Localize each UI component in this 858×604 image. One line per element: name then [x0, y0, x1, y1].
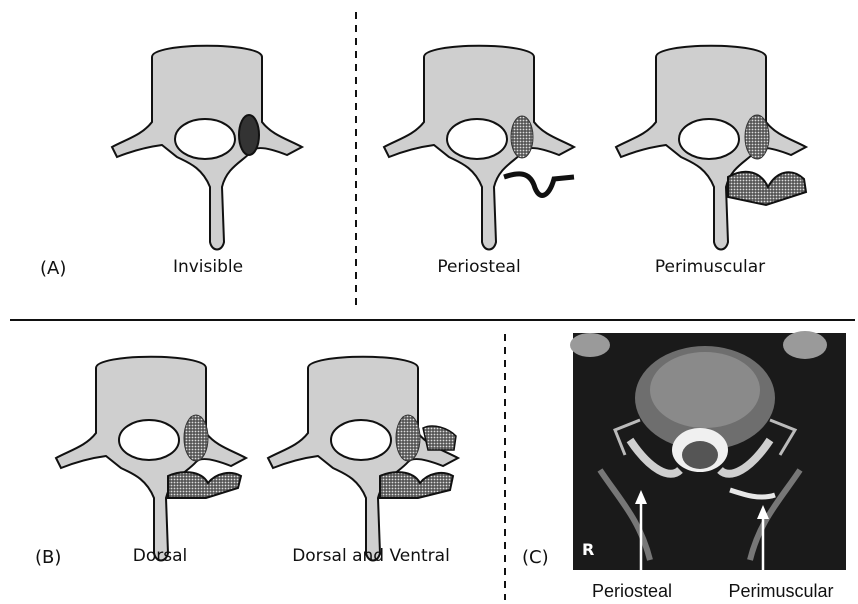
mri-side-marker: R: [582, 540, 594, 559]
vertebra-invisible: [112, 46, 302, 250]
label-dorsal-and-ventral: Dorsal and Ventral: [292, 546, 450, 566]
vertebra-periosteal: [384, 46, 574, 250]
arrow-label-perimuscular: Perimuscular: [728, 581, 833, 601]
label-periosteal: Periosteal: [437, 257, 520, 277]
label-perimuscular: Perimuscular: [655, 257, 765, 277]
label-invisible: Invisible: [173, 257, 243, 277]
vertebra-dorsal: [56, 357, 246, 561]
panel-c-tag: (C): [522, 547, 549, 568]
vertebra-dorsal-and-ventral: [268, 357, 458, 561]
vertebra-perimuscular: [616, 46, 806, 250]
panel-b-tag: (B): [35, 547, 61, 568]
label-dorsal: Dorsal: [133, 546, 187, 566]
arrow-label-periosteal: Periosteal: [592, 581, 672, 601]
panel-a-tag: (A): [40, 258, 66, 279]
mri-axial-image: [570, 331, 846, 570]
